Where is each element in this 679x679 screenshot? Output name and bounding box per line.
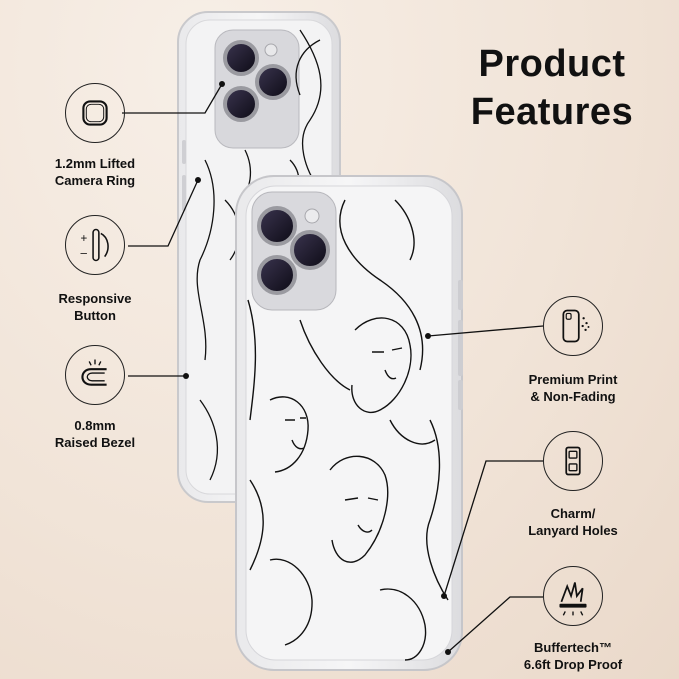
front-phone-case	[235, 175, 463, 671]
callout-line-button	[128, 179, 199, 247]
drop-proof-label: Buffertech™ 6.6ft Drop Proof	[523, 640, 623, 672]
front-line-art-pattern	[247, 199, 449, 661]
back-camera-module	[214, 29, 300, 149]
back-line-art-pattern	[196, 29, 322, 481]
print-icon	[543, 296, 603, 356]
responsive-button-label: Responsive Button	[58, 291, 132, 323]
camera-ring-icon	[65, 83, 125, 143]
title-line-1: Product	[478, 43, 626, 85]
bezel-icon	[65, 345, 125, 405]
raised-bezel-label: 0.8mm Raised Bezel	[54, 418, 136, 450]
lanyard-holes-label: Charm/ Lanyard Holes	[528, 506, 618, 538]
callout-line-camera-ring	[122, 83, 223, 114]
premium-print-label: Premium Print & Non-Fading	[528, 372, 618, 404]
lanyard-icon	[543, 431, 603, 491]
callout-line-print	[427, 325, 544, 337]
svg-text:–: –	[81, 247, 88, 260]
svg-text:+: +	[81, 232, 88, 245]
callout-line-drop	[447, 596, 543, 653]
button-icon: + –	[65, 215, 125, 275]
camera-ring-label: 1.2mm Lifted Camera Ring	[54, 156, 136, 188]
title-line-2: Features	[470, 91, 634, 133]
front-camera-module	[251, 191, 337, 311]
impact-icon	[543, 566, 603, 626]
page-title: Product Features	[452, 40, 652, 136]
callout-line-lanyard	[443, 460, 543, 597]
